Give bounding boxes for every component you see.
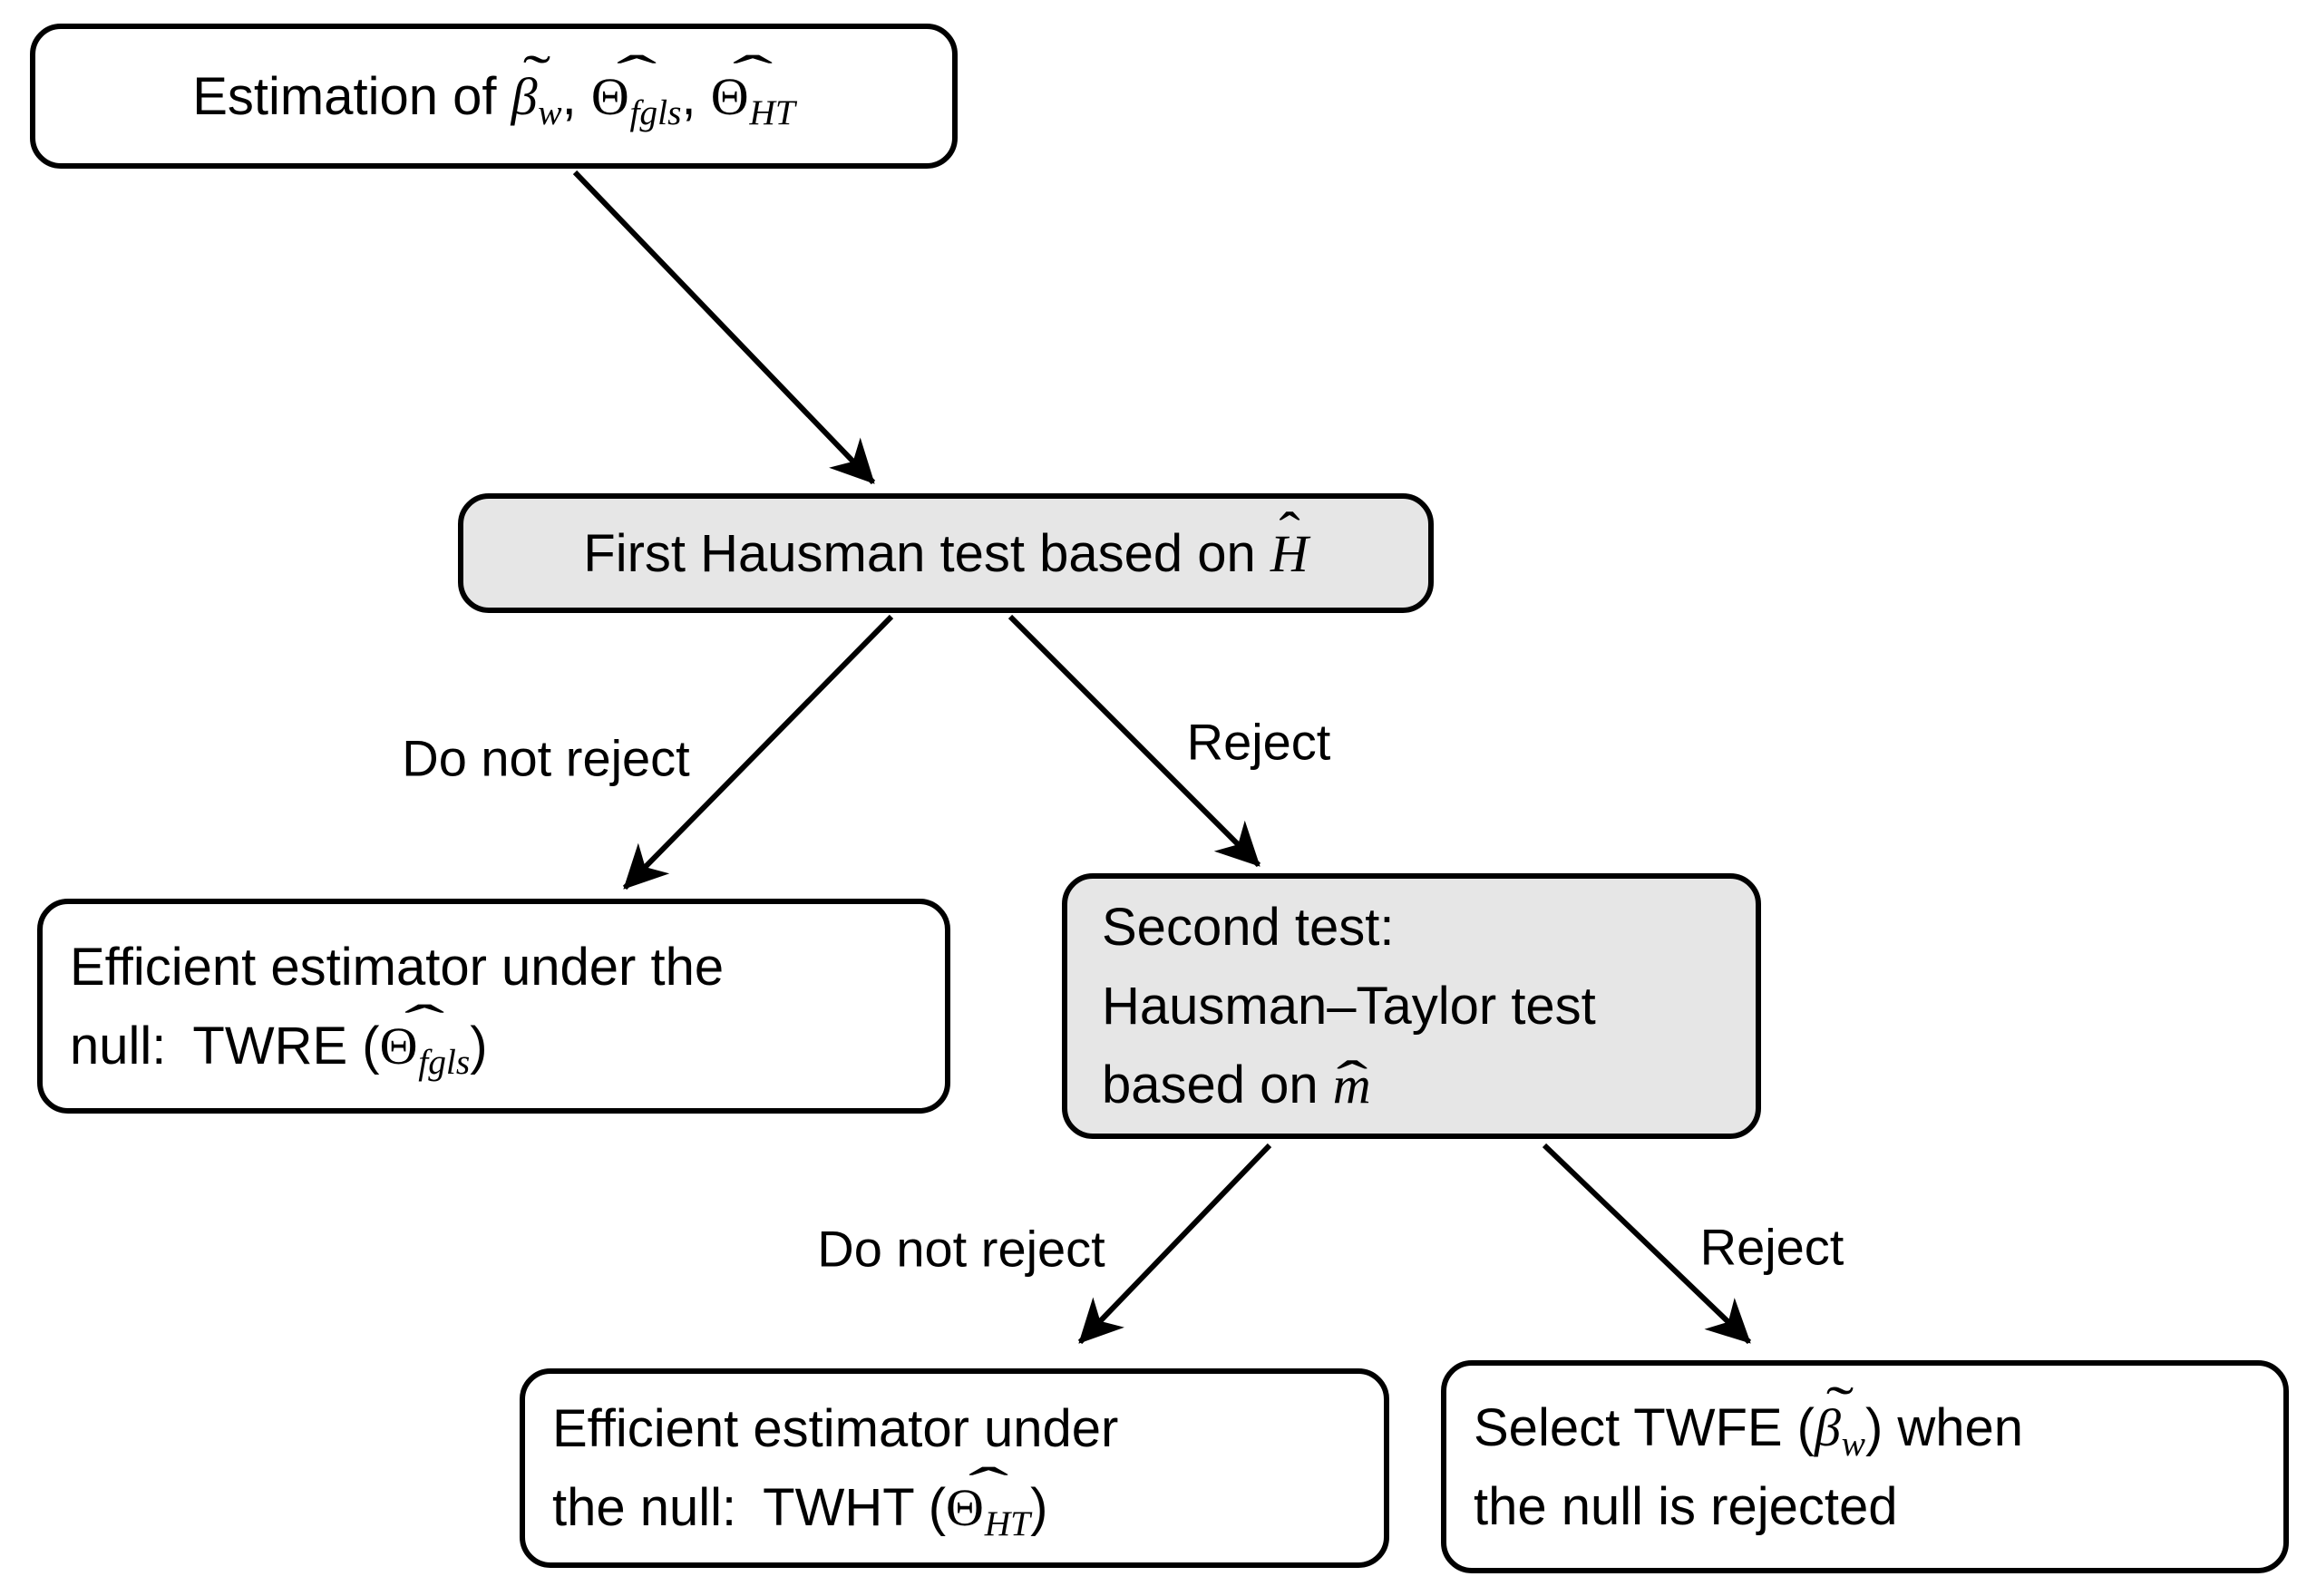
accent-mark: ˆ <box>404 995 445 1056</box>
subscript: HT <box>749 92 795 132</box>
edge-label-do-not-reject-1: Do not reject <box>402 729 690 787</box>
node-text-line: Efficient estimator under the <box>70 937 725 997</box>
subscript: fgls <box>418 1041 471 1082</box>
subscript: w <box>1841 1423 1865 1464</box>
node-text-line: Second test: <box>1102 898 1395 957</box>
node-text-line: Hausman–Taylor test <box>1102 977 1596 1036</box>
arrow-estimation-to-first-test <box>572 170 876 485</box>
edge-label-reject-1: Reject <box>1186 713 1331 771</box>
math-var: β˜w <box>511 45 562 132</box>
node-text-line: the null is rejected <box>1474 1476 1898 1536</box>
subscript: w <box>538 92 562 132</box>
node-text-line: Select TWFE (β˜w) when <box>1474 1377 2024 1464</box>
accent-mark: ˆ <box>616 45 657 107</box>
arrow-second-test-to-twht <box>1077 1143 1272 1345</box>
accent-mark: ˆ <box>968 1456 1008 1518</box>
accent-mark: ˆ <box>1279 502 1300 564</box>
edge-label-do-not-reject-2: Do not reject <box>817 1220 1105 1278</box>
accent-mark: ˜ <box>522 45 550 107</box>
node-twfe: Select TWFE (β˜w) when the null is reject… <box>1441 1360 2289 1573</box>
subscript: fgls <box>629 92 682 132</box>
math-var: β˜w <box>1814 1377 1865 1464</box>
accent-mark: ˜ <box>1825 1377 1854 1438</box>
node-second-test: Second test: Hausman–Taylor test based on … <box>1062 873 1761 1139</box>
node-text-line: Efficient estimator under <box>552 1399 1119 1458</box>
subscript: HT <box>984 1504 1031 1544</box>
accent-mark: ˆ <box>1336 1051 1367 1113</box>
edge-label-reject-2: Reject <box>1699 1218 1844 1276</box>
accent-mark: ˆ <box>732 45 774 107</box>
